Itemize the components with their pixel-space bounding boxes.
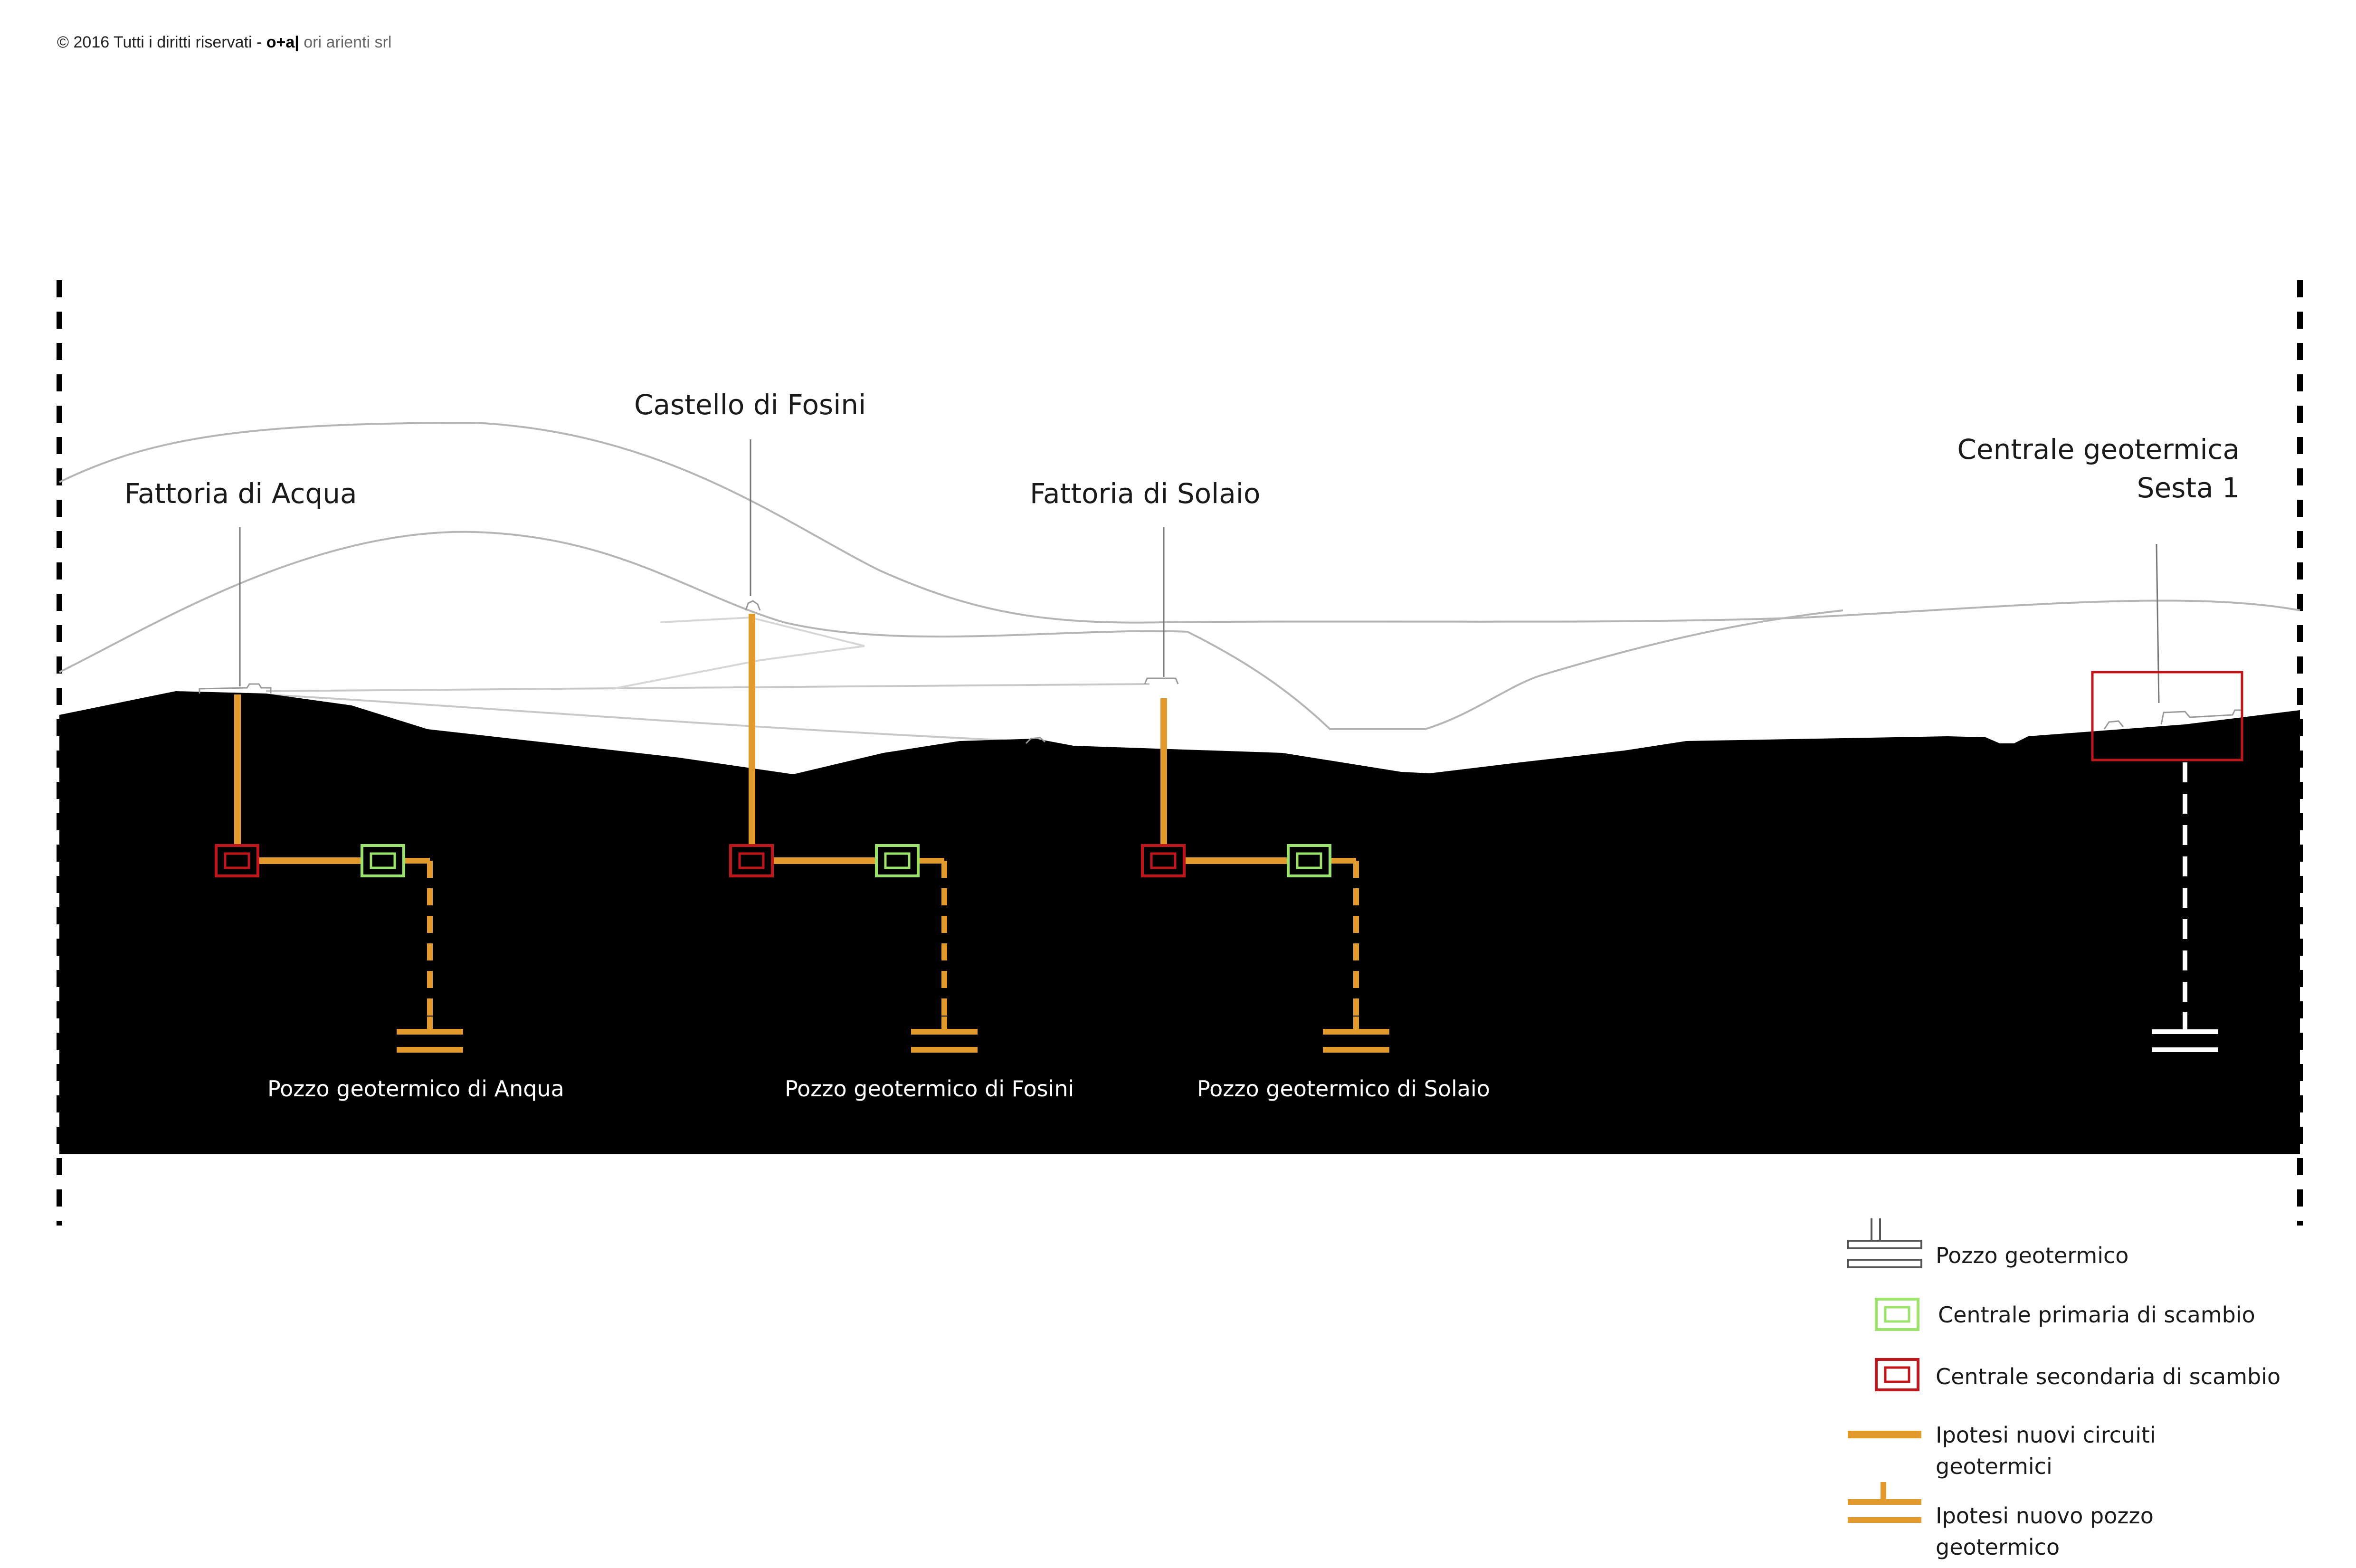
- callout-leaders: [239, 439, 2160, 703]
- legend-pozzo-icon: [1847, 1218, 1922, 1268]
- copyright-prefix: © 2016 Tutti i diritti riservati -: [57, 33, 266, 51]
- company-name: ori arienti srl: [299, 33, 392, 51]
- primary-station-fosini: [875, 844, 920, 877]
- secondary-station-fosini: [729, 844, 774, 877]
- label-centrale-sesta-line2: Sesta 1: [2137, 472, 2240, 504]
- label-pozzo-solaio: Pozzo geotermico di Solaio: [1197, 1076, 1490, 1102]
- label-centrale-sesta-line1: Centrale geotermica: [1957, 433, 2240, 466]
- legend-nuovo-pozzo-icon: [1848, 1482, 1921, 1523]
- label-pozzo-anqua: Pozzo geotermico di Anqua: [267, 1076, 564, 1102]
- secondary-station-acqua: [215, 844, 259, 877]
- label-castello-fosini: Castello di Fosini: [634, 389, 866, 421]
- ground-section: [59, 691, 2300, 1154]
- primary-station-solaio: [1287, 844, 1331, 877]
- legend-pozzo-label: Pozzo geotermico: [1936, 1243, 2129, 1268]
- circuit-fosini: [729, 614, 978, 1053]
- building-silhouettes: [199, 600, 2242, 744]
- label-fattoria-acqua: Fattoria di Acqua: [124, 477, 357, 510]
- castle-hill-trace: [612, 616, 865, 690]
- sesta-highlight-frame: [2091, 671, 2243, 761]
- legend-secondaria-icon: [1875, 1358, 1919, 1391]
- legend-nuovo-pozzo-label-line2: geotermico: [1936, 1534, 2060, 1560]
- copyright-notice: © 2016 Tutti i diritti riservati - o+a| …: [57, 33, 391, 52]
- legend-circuiti-label-line1: Ipotesi nuovi circuiti: [1936, 1422, 2156, 1448]
- legend-symbols: [1847, 1218, 1922, 1523]
- secondary-station-solaio: [1141, 844, 1186, 877]
- legend-primaria-label: Centrale primaria di scambio: [1938, 1302, 2255, 1328]
- label-pozzo-fosini: Pozzo geotermico di Fosini: [785, 1076, 1074, 1102]
- label-fattoria-solaio: Fattoria di Solaio: [1030, 477, 1261, 510]
- circuit-acqua: [215, 694, 463, 1053]
- legend-circuiti-label-line2: geotermici: [1936, 1454, 2052, 1479]
- brand-logo: o+a|: [266, 33, 299, 51]
- legend-nuovo-pozzo-label-line1: Ipotesi nuovo pozzo: [1936, 1503, 2154, 1529]
- legend-secondaria-label: Centrale secondaria di scambio: [1936, 1364, 2281, 1389]
- background-ridges: [59, 421, 2300, 742]
- circuit-solaio: [1141, 698, 1389, 1053]
- legend-primaria-icon: [1875, 1298, 1919, 1331]
- primary-station-acqua: [361, 844, 405, 877]
- existing-well-sesta: [2152, 762, 2218, 1052]
